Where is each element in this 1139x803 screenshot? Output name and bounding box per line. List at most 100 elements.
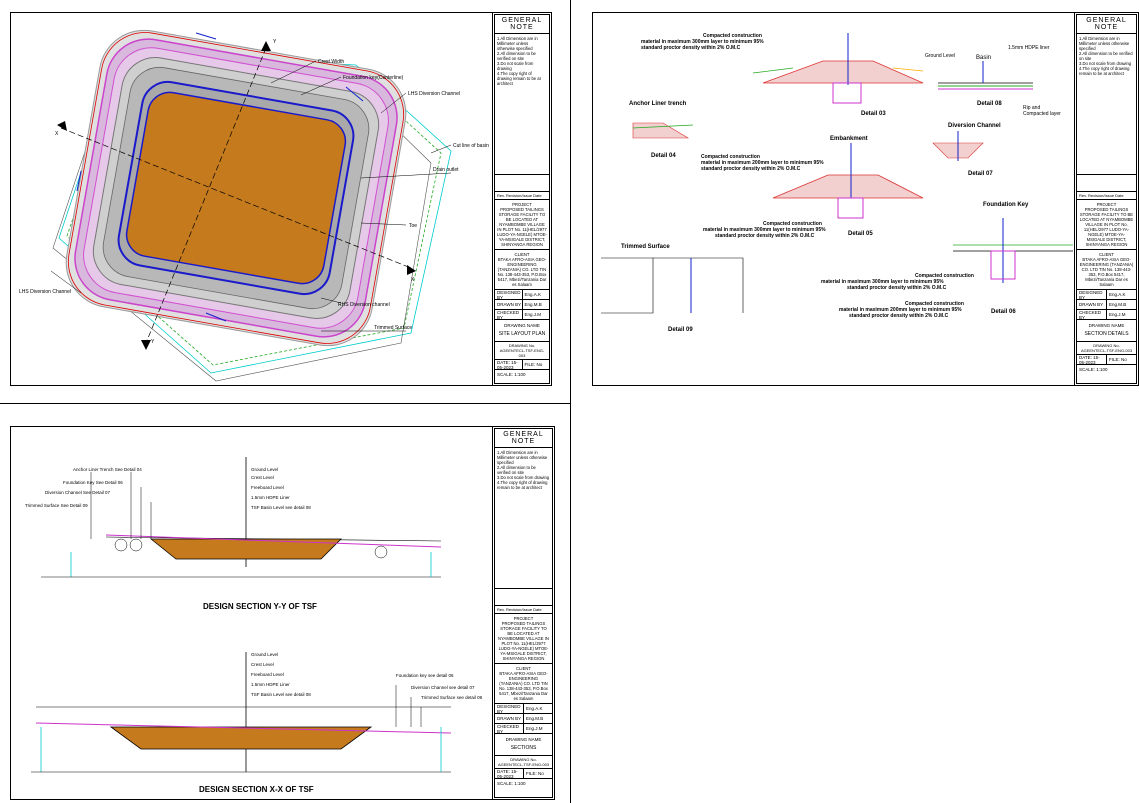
trimmed-title: Trimmed Surface (621, 244, 670, 250)
yy-crest: Crest Level (251, 475, 274, 480)
detail-06-title: Detail 06 (991, 309, 1016, 315)
note-4: 4.The copy right of drawing remain to be… (497, 71, 541, 86)
d05b-comp-3: standard proctor density within 2% O.M.C (715, 233, 815, 239)
general-note-heading: GENERAL NOTE (495, 429, 552, 448)
xx-trimmed: Trimmed Surface see detail 09 (421, 695, 483, 700)
xx-ground: Ground Level (251, 652, 278, 657)
xx-basin: TSF Basin Level see detail 08 (251, 692, 311, 697)
d06-comp-1: Compacted construction (915, 273, 974, 279)
sections-drawing: Anchor Liner Trench See Detail 04 Founda… (25, 457, 483, 794)
checked-by-value: Eng.J.M (526, 726, 543, 731)
scale-value: SCALE: 1:100 (497, 372, 526, 377)
d08-ground: Ground Level (925, 53, 955, 59)
yy-hdpe: 1.5mm HDPE Liner (251, 495, 290, 500)
designed-by-label: DESIGNED BY (497, 289, 523, 300)
detail-09-title: Detail 09 (668, 327, 693, 333)
yy-ground: Ground Level (251, 467, 278, 472)
label-cut-line: Cut line of basin (453, 143, 489, 149)
section-details-drawing: Compacted construction material in maxim… (601, 33, 1073, 333)
drawn-by-value: Eng.M.B (524, 302, 542, 307)
scale-value: SCALE: 1:100 (497, 781, 526, 786)
d08-basin: Basin (976, 55, 991, 61)
d06b-comp-3: standard proctor density within 2% O.M.C (849, 313, 949, 319)
title-block: GENERAL NOTE 1.All Dimension are in Mill… (492, 13, 551, 385)
title-block: GENERAL NOTE 1.All Dimension are in Mill… (1074, 13, 1138, 385)
xx-hdpe: 1.5mm HDPE Liner (251, 682, 290, 687)
drawing-no-label: DRAWING No. (1093, 343, 1120, 348)
yy-trimmed: Trimmed Surface See Detail 09 (25, 503, 88, 508)
yy-title: DESIGN SECTION Y-Y OF TSF (203, 602, 317, 611)
d03-comp-1: Compacted construction (703, 33, 762, 39)
yy-foundation: Foundation Key See Detail 06 (63, 480, 123, 485)
drawn-by-label: DRAWN BY (497, 300, 523, 309)
d06-comp-3: standard proctor density within 2% O.M.C (847, 285, 947, 291)
designed-by-value: Eng.A.K (1109, 292, 1126, 297)
revision-row: Rev. Revision/Issue Date (1077, 191, 1136, 199)
revision-row: Rev. Revision/Issue Date (495, 605, 552, 613)
client-label: CLIENT (516, 666, 531, 671)
drawing-no-value: AGEENTECL-TSF-ENG-003 (499, 348, 545, 358)
note-2: 2.All dimension to be verified on site (497, 51, 536, 61)
file-value: FILE: No (1109, 357, 1127, 362)
xx-diversion: Diversion Channel see detail 07 (411, 685, 475, 690)
note-4: 4.The copy right of drawing remain to be… (1079, 66, 1130, 76)
note-3: 3.Do not scale from drawing (497, 475, 550, 480)
revision-row: Rev. Revision/Issue Date (495, 191, 549, 199)
project-text: PROPOSED TAILINGS STORAGE FACILITY TO BE… (497, 207, 547, 247)
label-rhs-diversion: RHS Diversion channel (338, 302, 390, 308)
general-note-heading: GENERAL NOTE (1077, 15, 1136, 34)
axis-x-left: X (55, 131, 59, 137)
client-text: BTAKA AFRO-ASIA GEO-ENGINEERING (TANZANI… (497, 257, 547, 287)
checked-by-label: CHECKED BY (495, 724, 524, 734)
label-lhs-diversion-channel: LHS Diversion Channel (19, 289, 71, 295)
label-drain-outlet: Drain outlet (433, 167, 459, 173)
note-3: 3.Do not scale from drawing (1079, 61, 1132, 66)
d03-comp-2: material in maximum 300mm layer to minim… (641, 39, 764, 45)
horizontal-divider (0, 403, 570, 404)
drawing-name-label: DRAWING NAME (505, 737, 542, 742)
sheet-section-details: Compacted construction material in maxim… (592, 12, 1139, 386)
checked-by-label: CHECKED BY (1077, 310, 1107, 320)
xx-foundation: Foundation key see detail 06 (396, 673, 454, 678)
xx-title: DESIGN SECTION X-X OF TSF (199, 785, 314, 794)
scale-value: SCALE: 1:100 (1079, 367, 1108, 372)
axis-y-top: Y (273, 39, 277, 45)
label-toe: Toe (409, 223, 417, 229)
project-label: PROJECT (1096, 202, 1117, 207)
diversion-title: Diversion Channel (948, 123, 1001, 129)
axis-x-right: X (411, 277, 415, 283)
note-4: 4.The copy right of drawing remain to be… (497, 480, 548, 490)
d08-comp-layer: Compacted layer (1023, 111, 1061, 117)
d06b-comp-1: Compacted construction (905, 301, 964, 307)
drawing-name-label: DRAWING NAME (504, 323, 540, 328)
file-value: FILE: No (526, 771, 544, 776)
yy-basin: TSF Basin Level see detail 08 (251, 505, 311, 510)
note-1: 1.All Dimension are in Millimeter unless… (497, 450, 548, 465)
date-value: DATE: 15-05-2023 (1077, 355, 1107, 365)
project-label: PROJECT (513, 616, 534, 621)
label-crest-width: Crest Width (318, 59, 344, 65)
client-text: BTAKA AFRO-ASIA GEO-ENGINEERING (TANZANI… (499, 671, 548, 701)
note-1: 1.All Dimension are in Millimeter unless… (497, 36, 538, 51)
d05-comp-1: Compacted construction (701, 154, 760, 160)
d05b-comp-2: material in maximum 300mm layer to minim… (703, 227, 826, 233)
d03-comp-3: standard proctor density within 2% O.M.C (641, 45, 741, 51)
foundation-key-title: Foundation Key (983, 202, 1029, 208)
drawing-no-value: AGEENTECL-TSF-ENG-003 (497, 762, 550, 767)
detail-03-title: Detail 03 (861, 111, 886, 117)
client-text: BTAKA AFRO-ASIA GEO-ENGINEERING (TANZANI… (1079, 257, 1134, 287)
label-foundation-key: Foundation key(Centerline) (343, 75, 404, 81)
yy-anchor: Anchor Liner Trench See Detail 04 (73, 467, 142, 472)
label-trimmed-surface: Trimmed Surface (374, 325, 412, 331)
client-label: CLIENT (1099, 252, 1114, 257)
d06-comp-2: material in maximum 300mm layer to minim… (821, 279, 944, 285)
date-value: DATE: 15-05-2023 (495, 769, 524, 779)
drawing-no-label: DRAWING No. (510, 757, 537, 762)
designed-by-label: DESIGNED BY (495, 704, 524, 714)
drawn-by-value: Eng.M.B (526, 716, 544, 721)
project-label: PROJECT (512, 202, 532, 207)
yy-diversion: Diversion Channel See Detail 07 (45, 490, 111, 495)
d08-hdpe: 1.5mm HDPE liner (1008, 45, 1050, 51)
checked-by-label: CHECKED BY (495, 310, 523, 320)
xx-crest: Crest Level (251, 662, 274, 667)
